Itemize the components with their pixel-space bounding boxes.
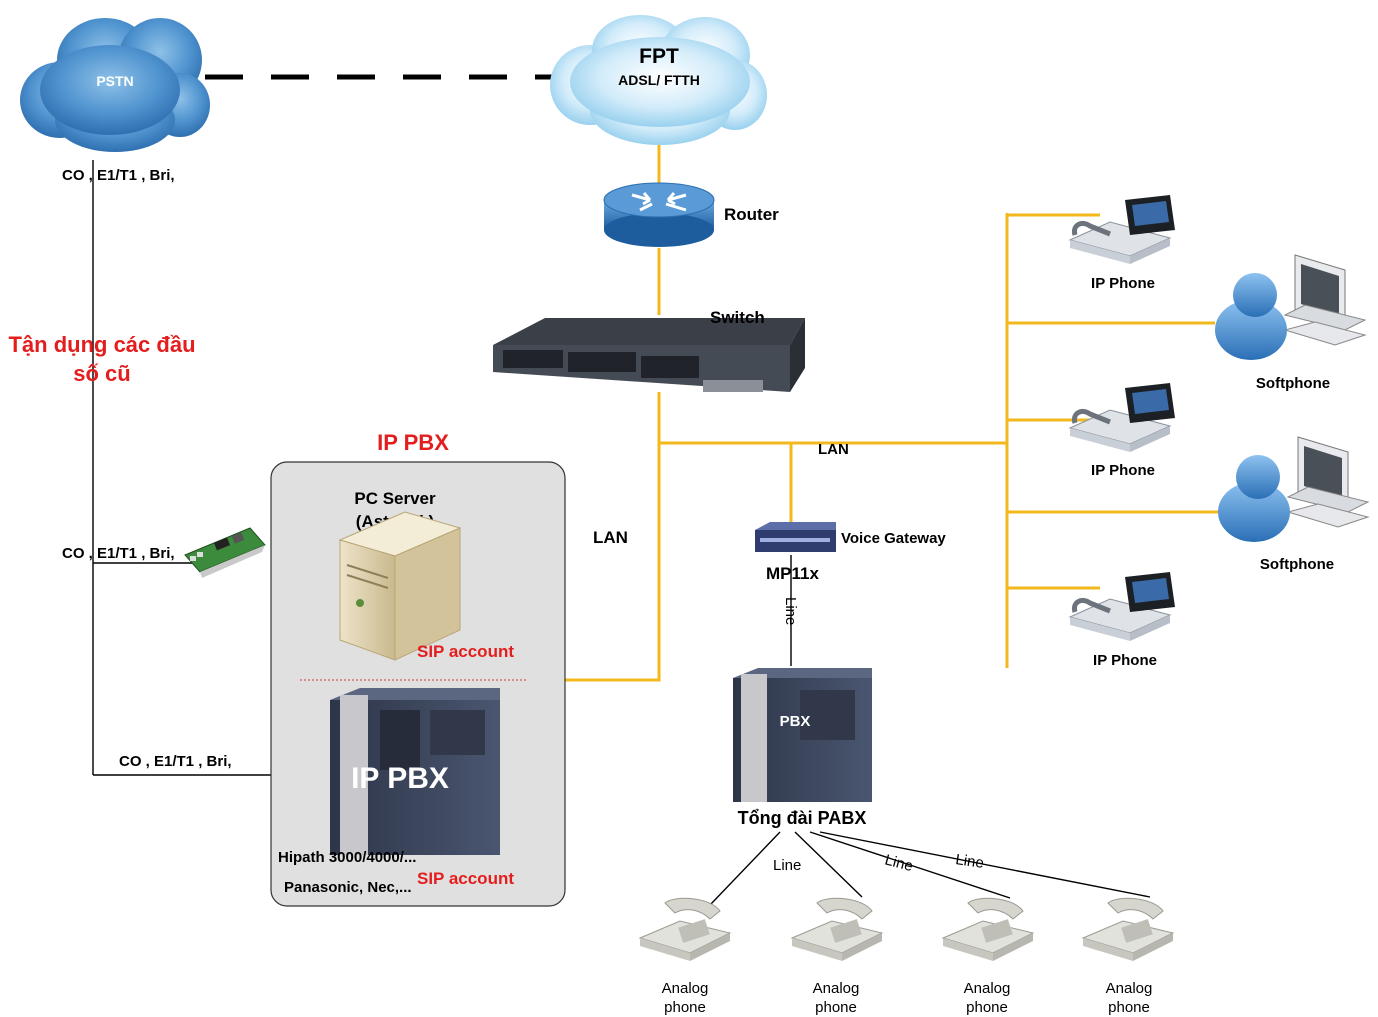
softphone-label-2: Softphone <box>1260 556 1334 573</box>
telephony-card-icon <box>184 527 266 578</box>
analog-phone-4-line1: Analog <box>1106 980 1153 997</box>
sip-account-bottom: SIP account <box>417 869 514 888</box>
pabx-cabinet-icon: PBX <box>733 668 872 802</box>
switch-label: Switch <box>710 308 765 327</box>
ippbx-models-line2: Panasonic, Nec,... <box>284 879 412 896</box>
sip-account-top: SIP account <box>417 642 514 661</box>
pabx-analog-line-4 <box>819 831 1151 898</box>
analog-phone-icon-2 <box>790 897 884 961</box>
lan-label-horizontal: LAN <box>818 441 849 458</box>
softphone-icon-2 <box>1218 436 1370 542</box>
ippbx-cabinet-icon: IP PBX <box>330 688 500 855</box>
ippbx-cabinet-text: IP PBX <box>351 762 449 795</box>
ip-phone-icon-2 <box>1068 383 1175 452</box>
pabx-analog-line-2 <box>794 831 863 898</box>
reuse-note-line1: Tận dụng các đầu <box>8 332 195 357</box>
analog-phone-2-line1: Analog <box>813 980 860 997</box>
ip-phone-label-1: IP Phone <box>1091 275 1155 292</box>
analog-phone-1-line2: phone <box>664 999 706 1016</box>
analog-phone-icon-4 <box>1081 897 1175 961</box>
gateway-line-label: Line <box>782 597 799 625</box>
ippbx-models-line1: Hipath 3000/4000/... <box>278 849 416 866</box>
pc-server-label-line1: PC Server <box>354 489 436 508</box>
pabx-analog-line-3 <box>809 831 1011 899</box>
analog-phone-2-line2: phone <box>815 999 857 1016</box>
lan-label-vertical: LAN <box>593 528 628 547</box>
pstn-cloud: PSTN <box>20 18 210 152</box>
router-icon <box>603 182 715 247</box>
voice-gateway-label: Voice Gateway <box>841 530 946 547</box>
analog-phone-icon-3 <box>941 897 1035 961</box>
ip-phone-label-3: IP Phone <box>1093 652 1157 669</box>
gateway-model-label: MP11x <box>766 564 819 583</box>
pabx-label: Tổng đài PABX <box>738 808 867 828</box>
pabx-line-label-1: Line <box>773 857 801 874</box>
reuse-note-line2: số cũ <box>73 361 130 386</box>
pc-server-icon <box>338 511 462 661</box>
analog-phone-3-line2: phone <box>966 999 1008 1016</box>
softphone-icon-1 <box>1215 254 1367 360</box>
router-label: Router <box>724 205 779 224</box>
softphone-label-1: Softphone <box>1256 375 1330 392</box>
switch-icon <box>493 318 805 392</box>
pabx-cabinet-text: PBX <box>780 713 811 730</box>
ip-phone-label-2: IP Phone <box>1091 462 1155 479</box>
fpt-cloud: FPT ADSL/ FTTH <box>550 15 767 145</box>
analog-phone-1-line1: Analog <box>662 980 709 997</box>
ip-phone-icon-3 <box>1068 572 1175 641</box>
trunk-label-bottom: CO , E1/T1 , Bri, <box>119 753 232 770</box>
pabx-analog-line-1 <box>709 831 781 906</box>
analog-phone-4-line2: phone <box>1108 999 1150 1016</box>
analog-phone-3-line1: Analog <box>964 980 1011 997</box>
fpt-subtitle: ADSL/ FTTH <box>618 72 700 88</box>
pabx-line-label-2: Line <box>883 851 915 875</box>
ippbx-title: IP PBX <box>377 430 449 455</box>
voice-gateway-icon <box>755 522 836 552</box>
ip-phone-icon-1 <box>1068 195 1175 264</box>
analog-phone-icon-1 <box>638 897 732 961</box>
fpt-title: FPT <box>639 45 679 68</box>
pabx-line-label-3: Line <box>954 851 984 872</box>
pstn-label: PSTN <box>96 73 133 89</box>
trunk-label-top: CO , E1/T1 , Bri, <box>62 167 175 184</box>
switch-ippbx-lan-link <box>565 392 661 682</box>
trunk-label-middle: CO , E1/T1 , Bri, <box>62 545 175 562</box>
